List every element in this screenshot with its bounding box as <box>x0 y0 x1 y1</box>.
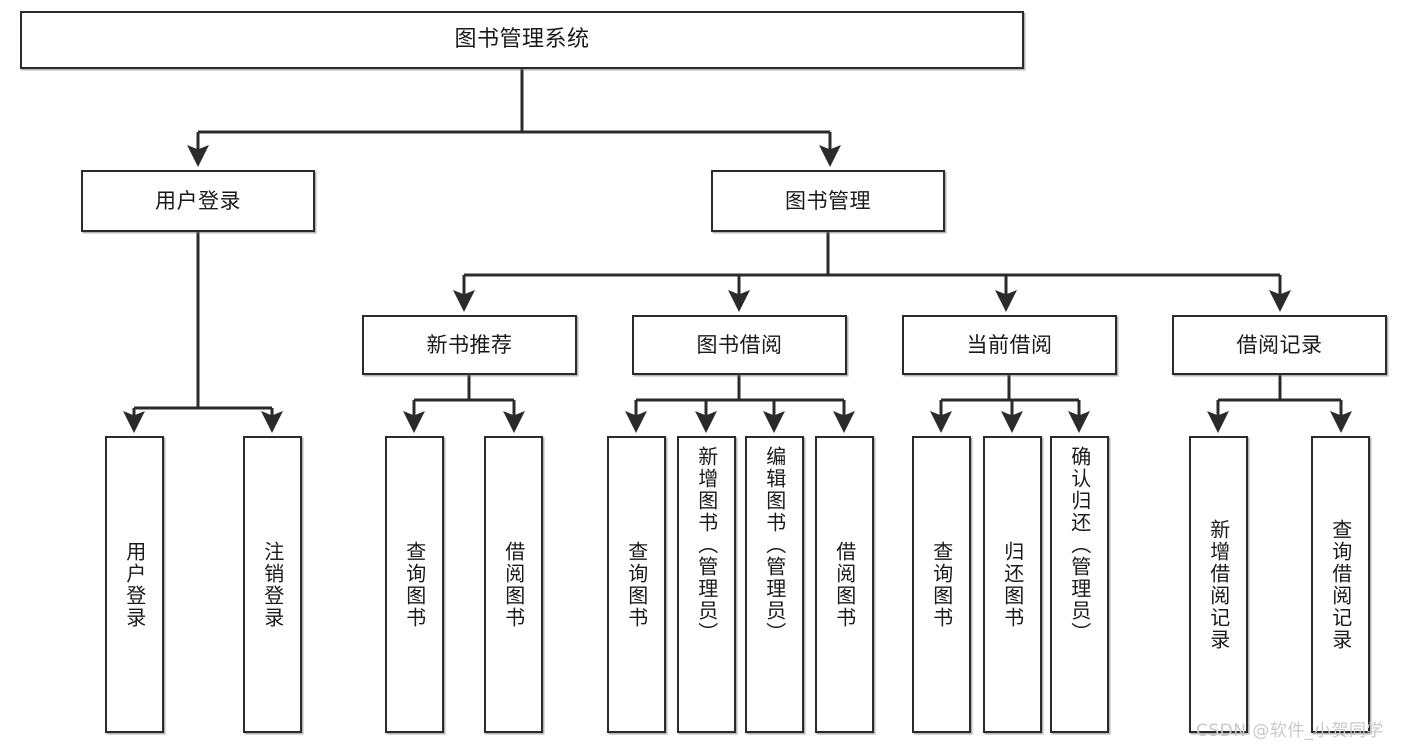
node-leaf-add-borrow-rec-label: 新增借阅记录 <box>1206 518 1231 651</box>
node-leaf-borrow-book-b[interactable]: 借阅图书 <box>815 436 874 733</box>
node-current-borrow[interactable]: 当前借阅 <box>902 315 1117 375</box>
node-borrow-record[interactable]: 借阅记录 <box>1172 315 1387 375</box>
node-new-book-recommend[interactable]: 新书推荐 <box>362 315 577 375</box>
node-leaf-return-book-label: 归还图书 <box>1000 540 1025 629</box>
node-current-borrow-label: 当前借阅 <box>966 332 1053 357</box>
node-leaf-add-borrow-rec[interactable]: 新增借阅记录 <box>1189 436 1248 733</box>
node-leaf-query-book-b[interactable]: 查询图书 <box>607 436 666 733</box>
node-book-borrow[interactable]: 图书借阅 <box>632 315 847 375</box>
node-leaf-user-login[interactable]: 用户登录 <box>105 436 164 733</box>
node-book-manage-label: 图书管理 <box>785 188 871 213</box>
node-book-borrow-label: 图书借阅 <box>696 332 783 357</box>
node-leaf-borrow-book-b-label: 借阅图书 <box>832 540 857 629</box>
node-leaf-user-login-label: 用户登录 <box>122 540 147 629</box>
node-leaf-query-book-a-label: 查询图书 <box>402 540 427 629</box>
node-leaf-query-borrow-rec[interactable]: 查询借阅记录 <box>1311 436 1370 733</box>
node-new-book-recommend-label: 新书推荐 <box>426 332 513 357</box>
node-root-system[interactable]: 图书管理系统 <box>20 11 1024 69</box>
node-user-login-label: 用户登录 <box>155 188 241 213</box>
node-leaf-confirm-return[interactable]: 确认归还（管理员） <box>1050 436 1109 733</box>
node-leaf-query-book-c[interactable]: 查询图书 <box>912 436 971 733</box>
node-root-system-label: 图书管理系统 <box>454 27 590 53</box>
node-leaf-logout-login-label: 注销登录 <box>260 540 285 629</box>
node-leaf-borrow-book-a-label: 借阅图书 <box>501 540 526 629</box>
node-leaf-query-borrow-rec-label: 查询借阅记录 <box>1328 518 1353 651</box>
node-user-login[interactable]: 用户登录 <box>81 170 315 232</box>
node-leaf-add-book[interactable]: 新增图书（管理员） <box>677 436 736 733</box>
node-leaf-borrow-book-a[interactable]: 借阅图书 <box>484 436 543 733</box>
node-leaf-query-book-c-label: 查询图书 <box>929 540 954 629</box>
node-leaf-edit-book[interactable]: 编辑图书（管理员） <box>745 436 804 733</box>
node-leaf-query-book-a[interactable]: 查询图书 <box>385 436 444 733</box>
node-leaf-add-book-label: 新增图书（管理员） <box>694 446 719 644</box>
node-leaf-return-book[interactable]: 归还图书 <box>983 436 1042 733</box>
node-book-manage[interactable]: 图书管理 <box>711 170 945 232</box>
node-leaf-confirm-return-label: 确认归还（管理员） <box>1067 446 1092 644</box>
node-leaf-logout-login[interactable]: 注销登录 <box>243 436 302 733</box>
node-leaf-edit-book-label: 编辑图书（管理员） <box>762 446 787 644</box>
node-leaf-query-book-b-label: 查询图书 <box>624 540 649 629</box>
node-borrow-record-label: 借阅记录 <box>1236 332 1323 357</box>
